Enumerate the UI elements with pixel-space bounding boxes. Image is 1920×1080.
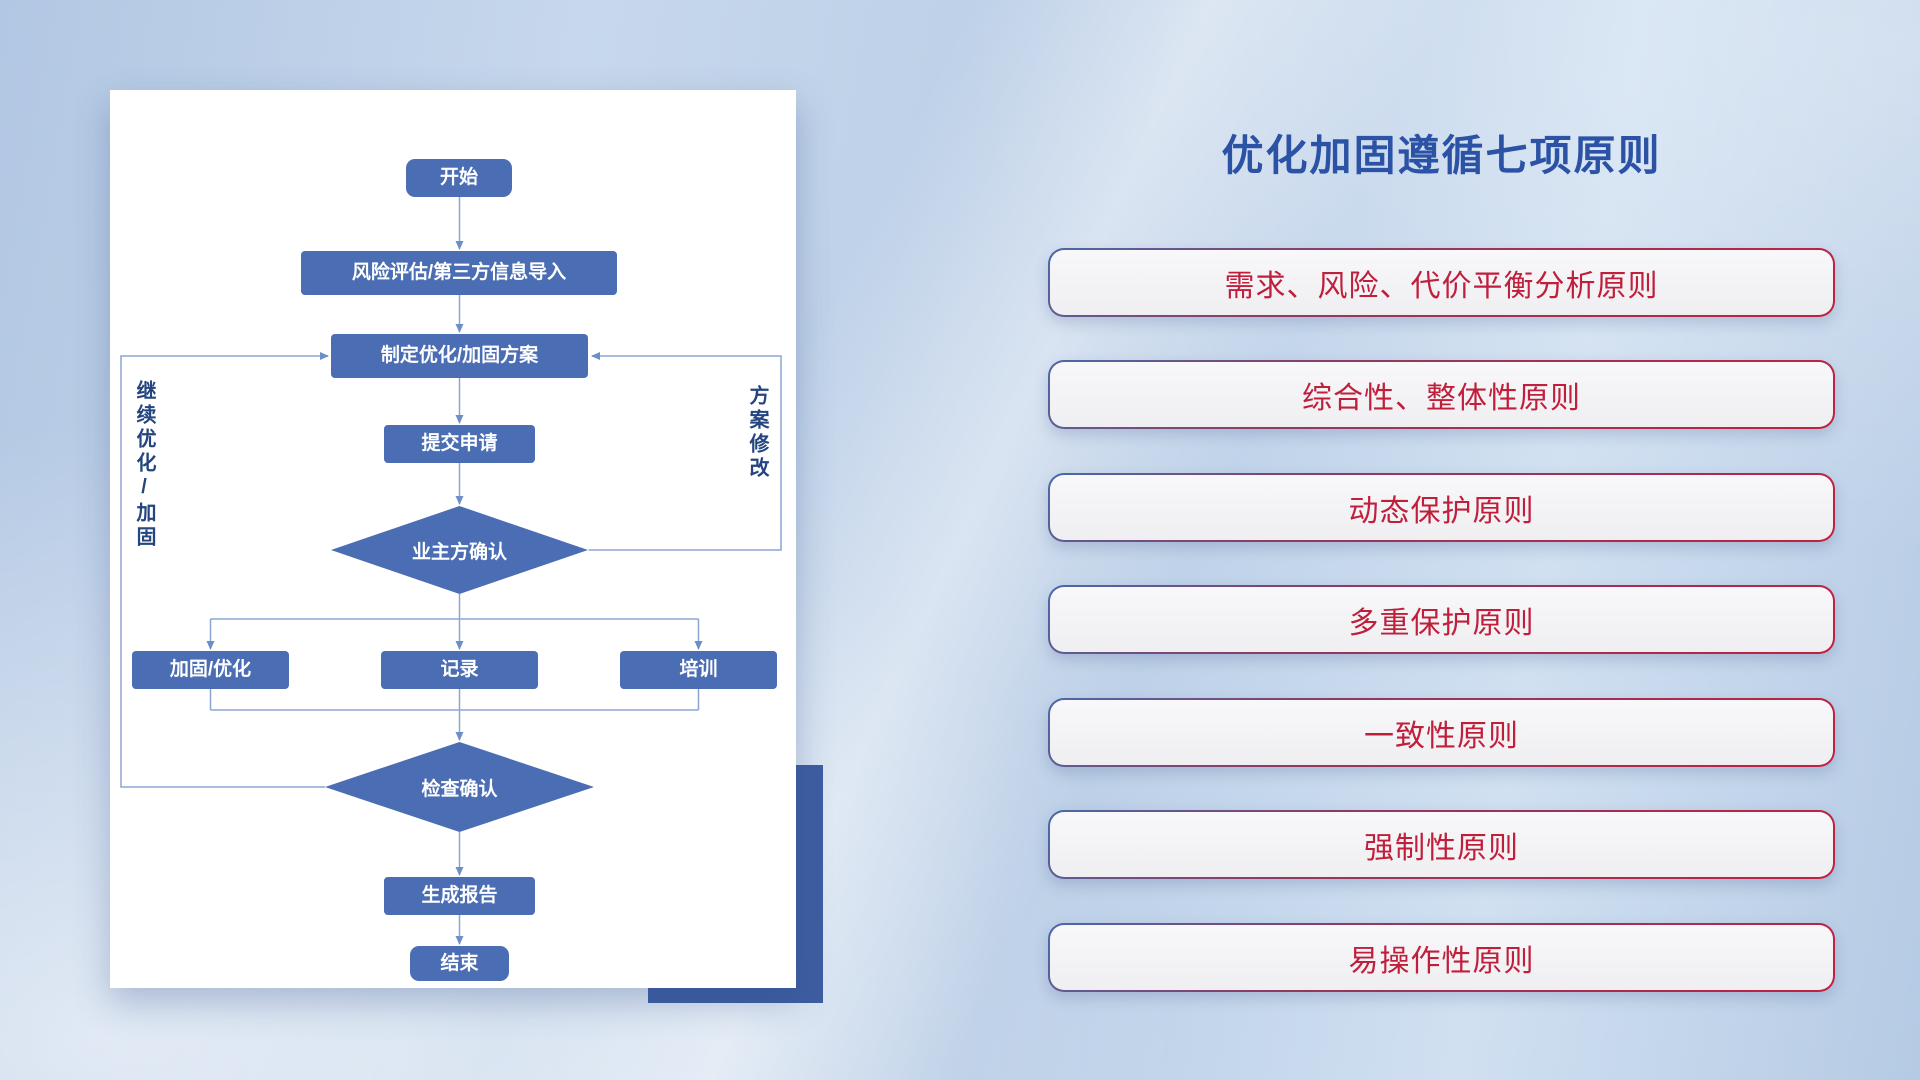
- flow-node-reinforce: 加固/优化: [132, 651, 289, 689]
- principle-label: 动态保护原则: [1050, 475, 1833, 540]
- principle-item: 一致性原则: [1048, 698, 1835, 767]
- principle-label: 强制性原则: [1050, 812, 1833, 877]
- principle-label: 多重保护原则: [1050, 587, 1833, 652]
- loop-label-plan-revision: 方案修改: [746, 385, 768, 481]
- principle-item: 多重保护原则: [1048, 585, 1835, 654]
- flow-node-record: 记录: [381, 651, 538, 689]
- principle-label: 需求、风险、代价平衡分析原则: [1050, 250, 1833, 315]
- loop-label-continue-optimize: 继续优化/加固: [133, 380, 155, 550]
- flow-node-report: 生成报告: [384, 877, 535, 915]
- flow-node-start: 开始: [406, 159, 512, 197]
- flow-connectors: [120, 197, 782, 945]
- principle-item: 易操作性原则: [1048, 923, 1835, 992]
- principle-item: 综合性、整体性原则: [1048, 360, 1835, 429]
- principle-item: 动态保护原则: [1048, 473, 1835, 542]
- principle-label: 易操作性原则: [1050, 925, 1833, 990]
- principle-item: 强制性原则: [1048, 810, 1835, 879]
- principle-item: 需求、风险、代价平衡分析原则: [1048, 248, 1835, 317]
- flow-node-risk-import: 风险评估/第三方信息导入: [301, 251, 617, 295]
- flow-node-training: 培训: [620, 651, 777, 689]
- principle-label: 综合性、整体性原则: [1050, 362, 1833, 427]
- page-title: 优化加固遵循七项原则: [1221, 132, 1662, 179]
- flow-node-make-plan: 制定优化/加固方案: [331, 334, 588, 378]
- principle-label: 一致性原则: [1050, 700, 1833, 765]
- flow-node-end: 结束: [410, 946, 509, 981]
- flow-node-submit: 提交申请: [384, 425, 535, 463]
- flowchart-card: 开始 风险评估/第三方信息导入 制定优化/加固方案 提交申请 业主方确认 加固/…: [110, 90, 796, 988]
